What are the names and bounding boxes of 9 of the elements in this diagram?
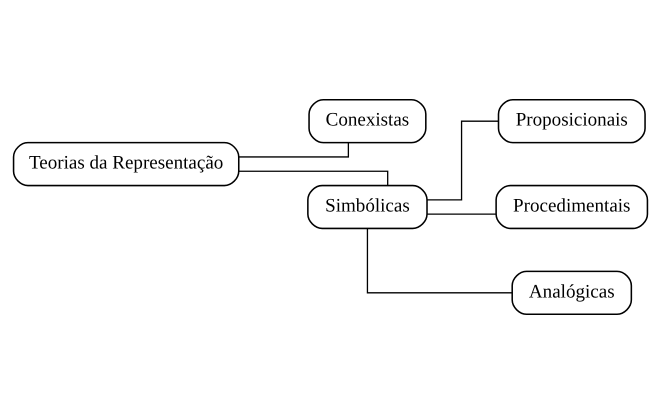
connector xyxy=(427,213,496,214)
connector xyxy=(427,120,498,200)
node-box: Simbólicas xyxy=(307,184,428,229)
connector xyxy=(366,228,512,293)
node-box: Conexistas xyxy=(308,98,427,143)
node-box: Analógicas xyxy=(511,270,632,314)
node-box: Procedimentais xyxy=(495,184,648,229)
node-box: Teorias da Representação xyxy=(12,141,240,186)
node-box: Proposicionais xyxy=(498,98,646,143)
